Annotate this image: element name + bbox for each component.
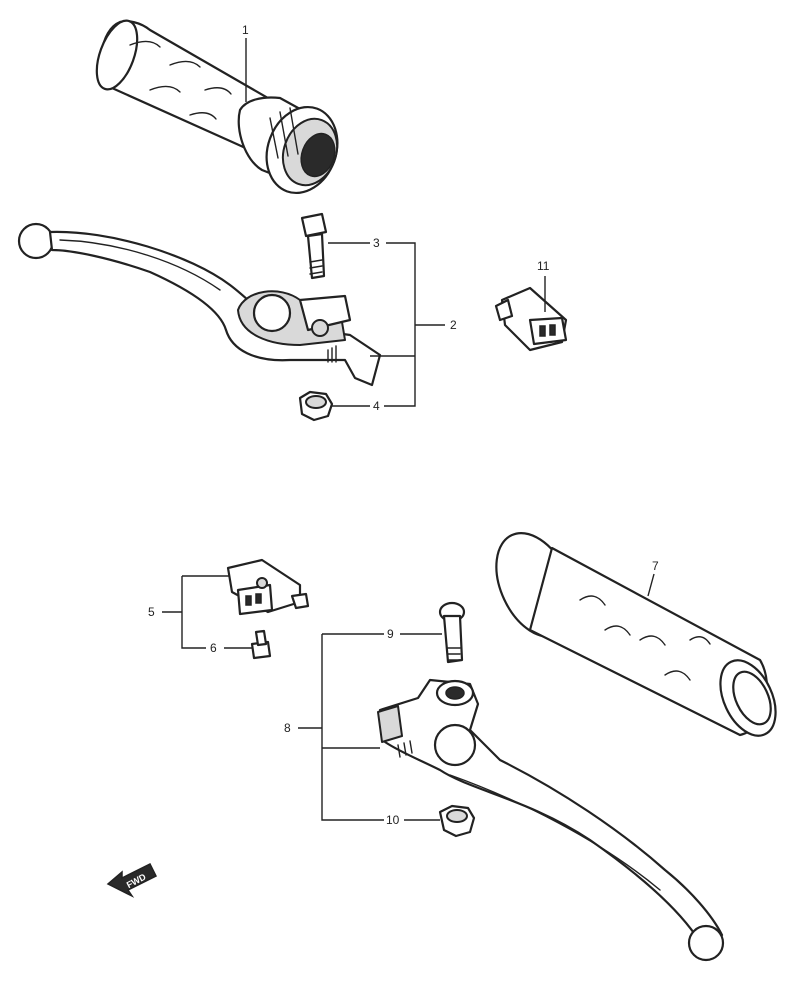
leader-lines	[162, 38, 655, 821]
callout-labels: 1 3 2 4 11 5 6 7 9 8 10	[148, 23, 659, 827]
front-direction-arrow: FWD	[106, 862, 158, 898]
pivot-bolt-upper	[300, 212, 328, 280]
callout-5: 5	[148, 605, 155, 619]
callout-8: 8	[284, 721, 291, 735]
callout-4: 4	[373, 399, 380, 413]
callout-1: 1	[242, 23, 249, 37]
callout-9: 9	[387, 627, 394, 641]
nut-upper	[298, 390, 334, 422]
throttle-grip	[95, 19, 339, 195]
switch-screw	[250, 629, 272, 660]
callout-10: 10	[386, 813, 400, 827]
nut-lower	[438, 804, 476, 838]
left-grip	[495, 532, 777, 737]
brake-lever	[377, 678, 725, 962]
pivot-bolt-lower	[438, 601, 466, 664]
callout-11: 11	[537, 259, 550, 273]
callout-6: 6	[210, 641, 217, 655]
lever-switch-upper	[494, 286, 568, 352]
callout-7: 7	[652, 559, 659, 573]
lever-switch-lower	[226, 558, 310, 616]
callout-2: 2	[450, 318, 457, 332]
callout-3: 3	[373, 236, 380, 250]
clutch-lever	[17, 222, 382, 387]
